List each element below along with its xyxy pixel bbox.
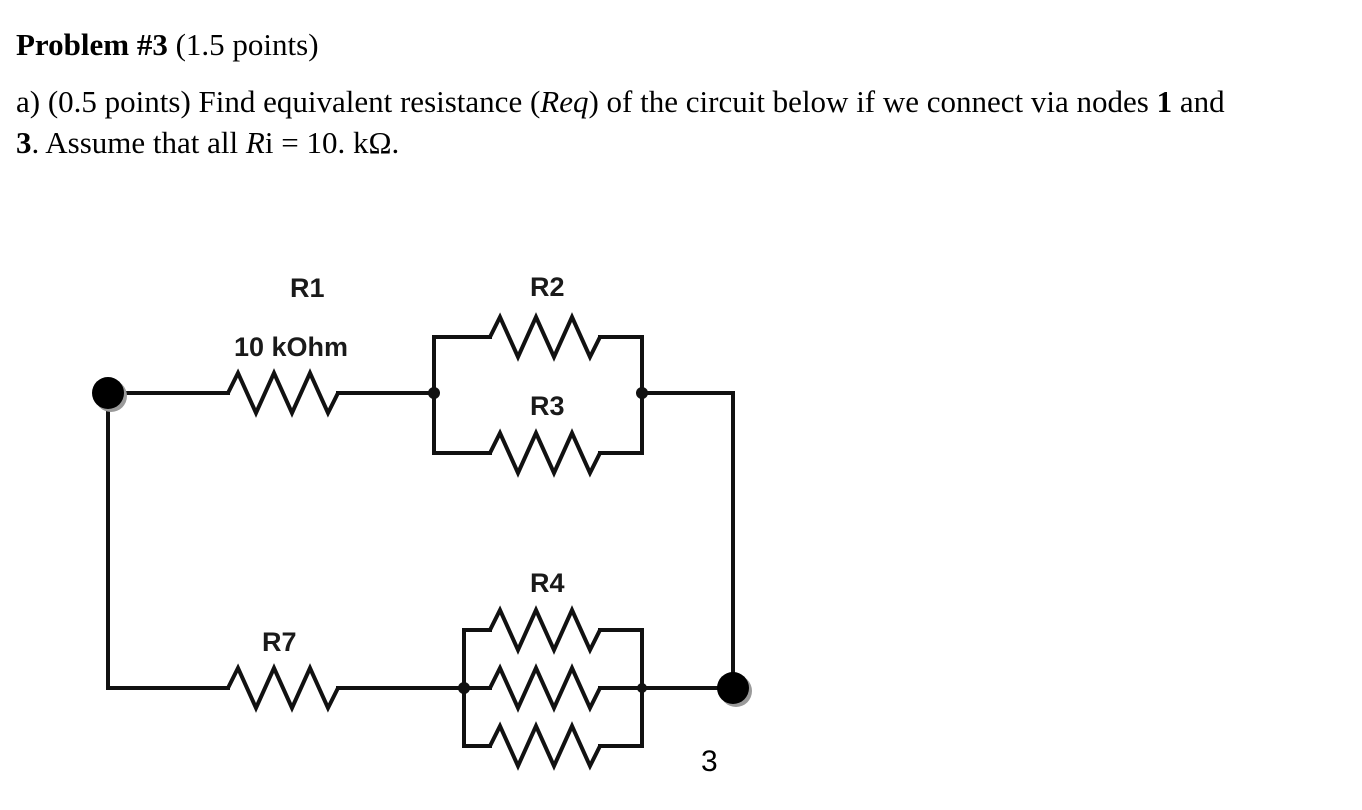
junction-dot-top-right [636, 387, 648, 399]
label-r2: R2 [530, 272, 565, 302]
junction-dot-bottom-right [637, 683, 647, 693]
wire-top-right [640, 391, 735, 690]
problem-number: Problem #3 [16, 27, 168, 62]
ri-symbol-i: i [264, 125, 274, 160]
resistor-r5 [488, 663, 602, 713]
junctions [428, 387, 648, 694]
label-r1-value: 10 kOhm [234, 332, 348, 362]
resistor-r6 [488, 721, 602, 771]
resistor-r4 [488, 605, 602, 655]
part-a-text-3: and [1172, 84, 1225, 119]
component-labels: R1 10 kOhm R2 R3 R4 R7 3 [234, 272, 718, 778]
resistor-r2 [488, 312, 602, 362]
junction-dot-bottom-left [458, 682, 470, 694]
resistor-r3 [488, 428, 602, 478]
node-ref-1: 1 [1156, 84, 1173, 119]
resistors [226, 312, 602, 771]
problem-statement: Problem #3 (1.5 points) a) (0.5 points) … [16, 24, 1356, 163]
part-a-text-1: a) (0.5 points) Find equivalent resistan… [16, 84, 541, 119]
resistor-r7 [226, 663, 340, 713]
wire-left-vertical [106, 391, 230, 690]
part-a-text: a) (0.5 points) Find equivalent resistan… [16, 81, 1356, 163]
resistor-r1 [226, 368, 340, 418]
problem-points: (1.5 points) [167, 27, 319, 62]
label-r3: R3 [530, 391, 565, 421]
junction-dot-top-left [428, 387, 440, 399]
label-r7: R7 [262, 627, 297, 657]
ri-symbol-r: R [245, 125, 265, 160]
label-r4: R4 [530, 568, 565, 598]
terminal-node-1 [92, 377, 124, 409]
part-a-text-5: = 10. kΩ. [273, 125, 400, 160]
label-r1: R1 [290, 273, 325, 303]
part-a-text-4: . Assume that all [31, 125, 246, 160]
problem-heading: Problem #3 (1.5 points) [16, 24, 1356, 65]
terminal-node-3 [717, 672, 749, 704]
part-a-text-2: ) of the circuit below if we connect via… [588, 84, 1157, 119]
terminals [92, 377, 752, 707]
node-ref-3: 3 [16, 125, 32, 160]
req-symbol: Req [540, 84, 589, 119]
label-node-3: 3 [701, 745, 718, 778]
